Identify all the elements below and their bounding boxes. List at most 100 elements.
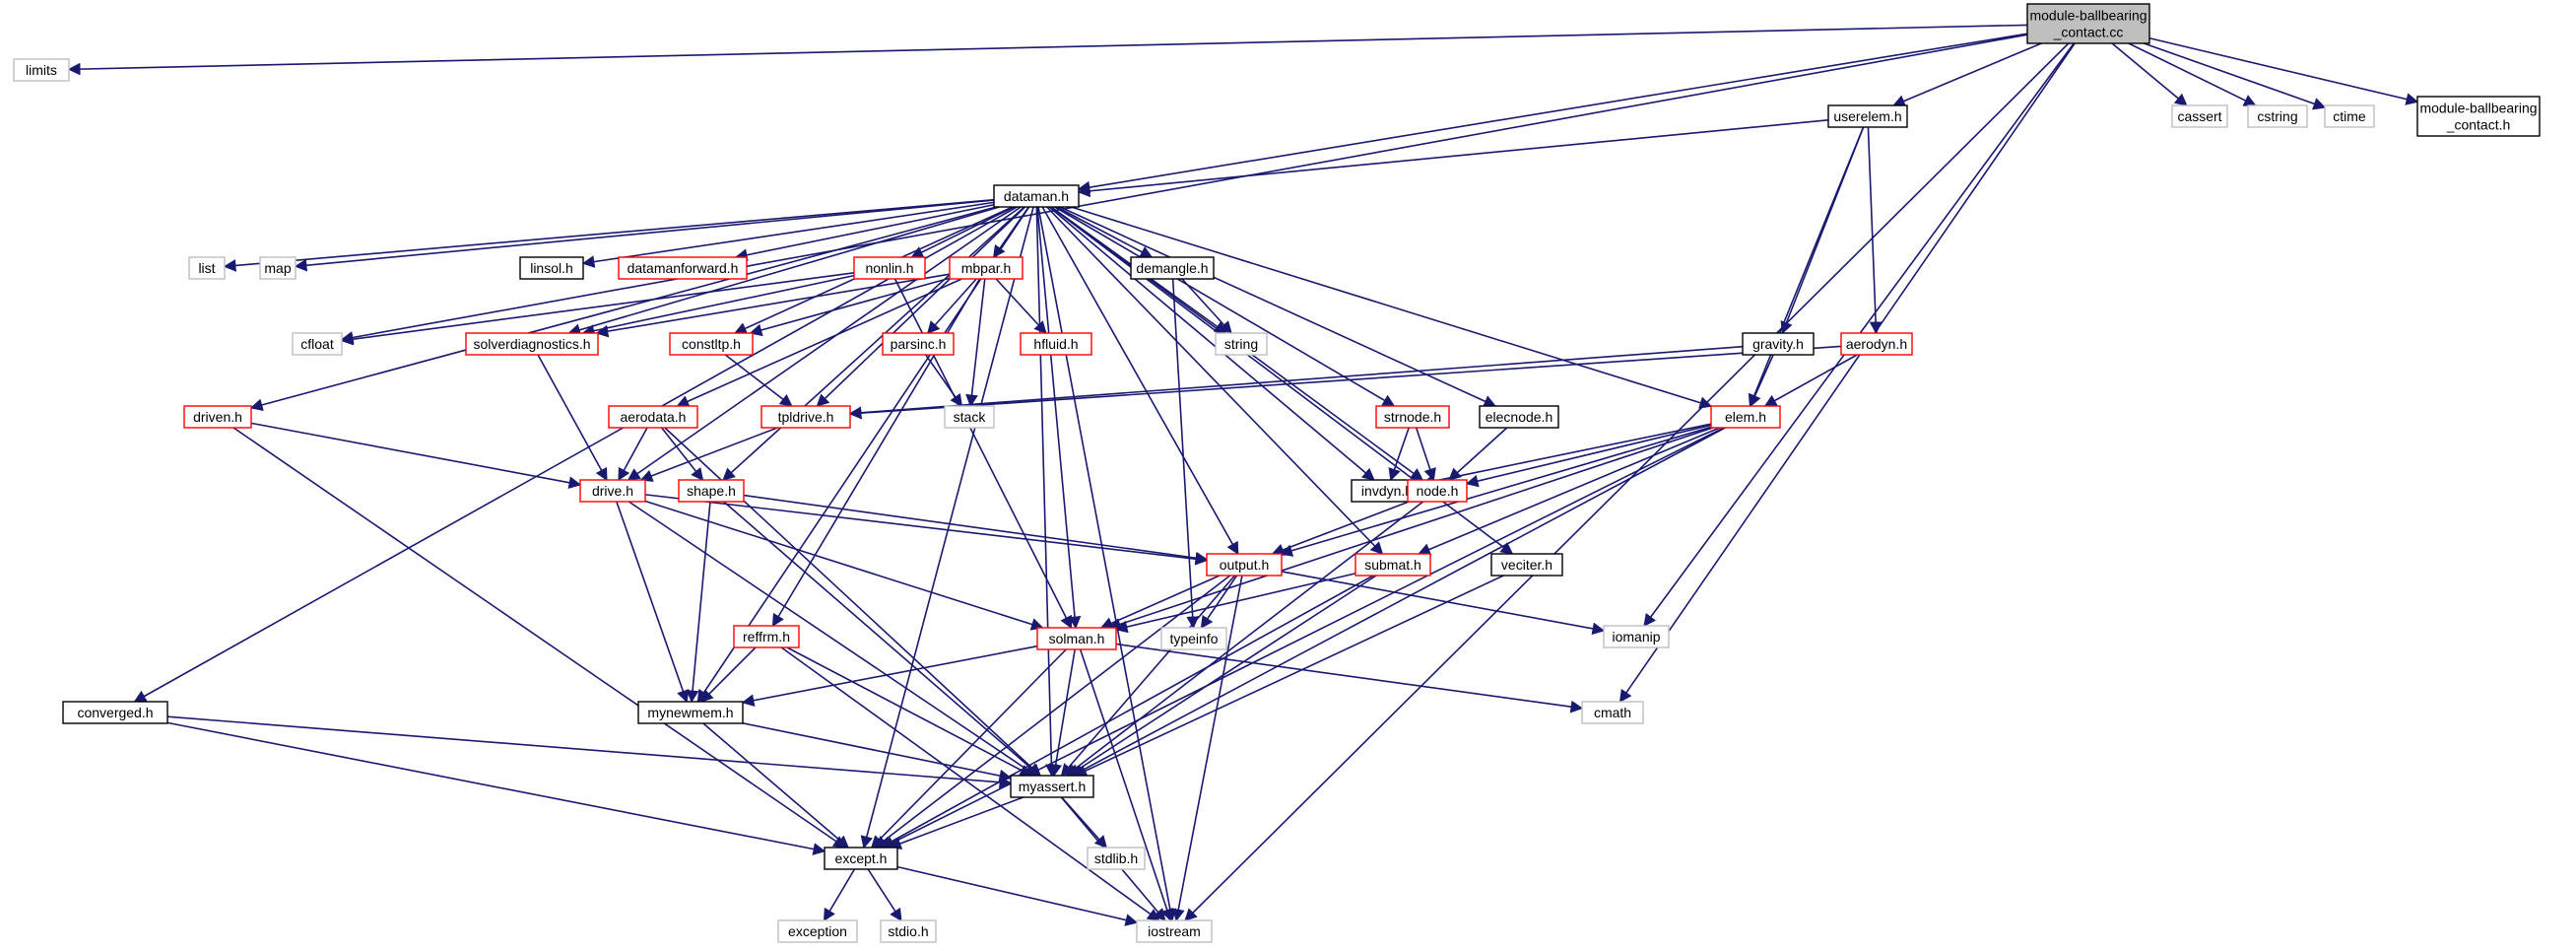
edge-aerodyn-to-tpldrive xyxy=(848,345,1842,420)
node-cfloat[interactable]: cfloat xyxy=(292,332,343,356)
node-node[interactable]: node.h xyxy=(1407,479,1468,503)
node-elem[interactable]: elem.h xyxy=(1710,405,1781,429)
node-map[interactable]: map xyxy=(259,256,297,280)
edge-root-to-dataman xyxy=(1077,33,2028,194)
node-modh[interactable]: module-ballbearing_contact.h xyxy=(2416,96,2541,137)
node-cassert[interactable]: cassert xyxy=(2171,104,2228,128)
node-drive[interactable]: drive.h xyxy=(579,479,646,503)
node-shape[interactable]: shape.h xyxy=(678,479,745,503)
node-list[interactable]: list xyxy=(188,256,226,280)
node-submat[interactable]: submat.h xyxy=(1354,553,1431,577)
edge-drive-to-solman xyxy=(644,500,1044,631)
edge-reffrm-to-iostream xyxy=(780,646,1160,921)
edge-parsinc-to-stack xyxy=(925,354,963,408)
node-aerodyn[interactable]: aerodyn.h xyxy=(1840,332,1913,356)
node-output[interactable]: output.h xyxy=(1206,553,1283,577)
node-constltp[interactable]: constltp.h xyxy=(669,332,754,356)
node-label-linsol: linsol.h xyxy=(530,260,573,276)
node-solman[interactable]: solman.h xyxy=(1036,627,1117,650)
edge-root-to-cmath xyxy=(1618,42,2076,704)
node-label-node: node.h xyxy=(1417,483,1459,499)
node-linsol[interactable]: linsol.h xyxy=(519,256,584,280)
edge-output-to-typeinfo xyxy=(1200,575,1238,630)
edge-dataman-to-tpldrive xyxy=(816,206,1026,407)
node-datamanfwd[interactable]: datamanforward.h xyxy=(618,256,748,280)
node-label-iostream: iostream xyxy=(1148,923,1201,939)
edge-mbpar-to-hfluid xyxy=(995,278,1047,334)
node-veciter[interactable]: veciter.h xyxy=(1490,553,1563,577)
node-demangle[interactable]: demangle.h xyxy=(1130,256,1215,280)
edge-reffrm-to-mynewmem xyxy=(700,646,757,703)
node-box-elem xyxy=(1710,405,1781,429)
node-dataman[interactable]: dataman.h xyxy=(993,184,1080,208)
node-box-exception xyxy=(777,919,858,943)
edge-converged-to-myassert xyxy=(166,715,1013,789)
node-tpldrive[interactable]: tpldrive.h xyxy=(760,405,851,429)
node-elecnode[interactable]: elecnode.h xyxy=(1479,405,1559,429)
edge-elem-to-output xyxy=(1280,426,1712,557)
node-label-output: output.h xyxy=(1220,557,1270,573)
edge-userelem-to-elem xyxy=(1748,126,1865,408)
node-solverdiag[interactable]: solverdiagnostics.h xyxy=(465,332,599,356)
node-label-solverdiag: solverdiagnostics.h xyxy=(473,336,590,352)
edge-elem-to-except xyxy=(881,427,1725,849)
node-cstring[interactable]: cstring xyxy=(2247,104,2308,128)
edge-except-to-stdio xyxy=(867,868,902,922)
node-label-elem: elem.h xyxy=(1725,409,1766,425)
edge-gravity-to-tpldrive xyxy=(848,345,1744,420)
node-box-stdlib xyxy=(1087,847,1146,870)
node-box-list xyxy=(188,256,226,280)
node-exception[interactable]: exception xyxy=(777,919,858,943)
node-string[interactable]: string xyxy=(1215,332,1268,356)
node-aerodata[interactable]: aerodata.h xyxy=(608,405,698,429)
node-label-stdlib: stdlib.h xyxy=(1094,850,1138,866)
node-box-node xyxy=(1407,479,1468,503)
edge-root-to-cassert xyxy=(2111,42,2188,106)
node-label-root: module-ballbearing xyxy=(2029,8,2147,24)
node-iostream[interactable]: iostream xyxy=(1136,919,1213,943)
edge-submat-to-solman xyxy=(1114,573,1356,634)
edge-elem-to-invdyn xyxy=(1420,423,1712,488)
edge-solman-to-iostream xyxy=(1079,648,1173,922)
edge-dataman-to-list xyxy=(223,198,995,272)
node-limits[interactable]: limits xyxy=(13,58,70,82)
node-iomanip[interactable]: iomanip xyxy=(1603,625,1670,648)
node-myassert[interactable]: myassert.h xyxy=(1010,775,1094,798)
node-ctime[interactable]: ctime xyxy=(2324,104,2375,128)
node-stack[interactable]: stack xyxy=(944,405,995,429)
node-label-mynewmem: mynewmem.h xyxy=(647,705,733,720)
node-stdlib[interactable]: stdlib.h xyxy=(1087,847,1146,870)
node-mynewmem[interactable]: mynewmem.h xyxy=(637,701,744,724)
node-box-datamanfwd xyxy=(618,256,748,280)
node-reffrm[interactable]: reffrm.h xyxy=(733,625,800,648)
edge-elecnode-to-node xyxy=(1448,427,1508,481)
edge-constltp-to-tpldrive xyxy=(724,354,793,407)
node-stdio[interactable]: stdio.h xyxy=(880,919,937,943)
node-hfluid[interactable]: hfluid.h xyxy=(1020,332,1092,356)
node-userelem[interactable]: userelem.h xyxy=(1827,104,1908,128)
node-box-veciter xyxy=(1490,553,1563,577)
edge-dataman-to-output xyxy=(1041,206,1239,556)
edges-layer xyxy=(67,24,2419,926)
edge-mbpar-to-aerodata xyxy=(676,278,962,408)
node-root[interactable]: module-ballbearing_contact.cc xyxy=(2026,3,2150,44)
edge-gravity-to-elem xyxy=(1749,354,1774,408)
node-label-typeinfo: typeinfo xyxy=(1169,631,1218,646)
node-except[interactable]: except.h xyxy=(824,847,898,870)
node-cmath[interactable]: cmath xyxy=(1581,701,1644,724)
node-parsinc[interactable]: parsinc.h xyxy=(882,332,955,356)
edge-mynewmem-to-except xyxy=(702,722,850,849)
node-driven[interactable]: driven.h xyxy=(183,405,252,429)
node-gravity[interactable]: gravity.h xyxy=(1742,332,1815,356)
node-nonlin[interactable]: nonlin.h xyxy=(853,256,926,280)
edge-submat-to-except xyxy=(879,575,1374,849)
node-label-string: string xyxy=(1224,336,1258,352)
node-typeinfo[interactable]: typeinfo xyxy=(1160,627,1227,650)
edge-output-to-iomanip xyxy=(1281,571,1606,636)
node-box-gravity xyxy=(1742,332,1815,356)
node-label-exception: exception xyxy=(788,923,847,939)
node-mbpar[interactable]: mbpar.h xyxy=(949,256,1024,280)
node-strnode[interactable]: strnode.h xyxy=(1375,405,1450,429)
node-converged[interactable]: converged.h xyxy=(62,701,168,724)
node-box-demangle xyxy=(1130,256,1215,280)
